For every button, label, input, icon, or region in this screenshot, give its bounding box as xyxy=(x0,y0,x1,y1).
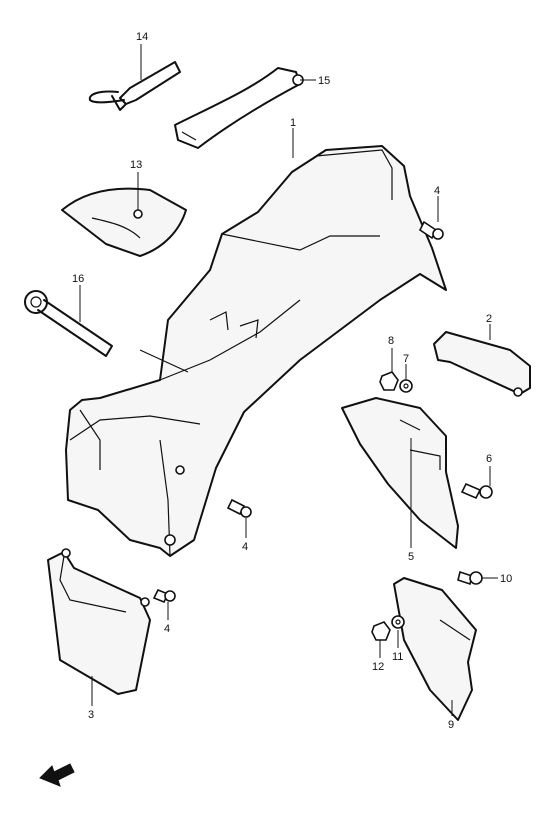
washer-11 xyxy=(391,615,405,629)
callout-14: 14 xyxy=(136,31,148,43)
part-9-lower-cover xyxy=(393,577,477,721)
leader-lines xyxy=(79,44,498,716)
bolt-4-lower xyxy=(152,588,176,604)
hardware-group xyxy=(152,220,493,641)
nut-12 xyxy=(371,621,391,641)
callout-9: 9 xyxy=(448,719,454,731)
callout-3: 3 xyxy=(88,709,94,721)
bolt-4-middle xyxy=(226,498,252,518)
bolt-6 xyxy=(460,482,493,500)
callout-1: 1 xyxy=(290,117,296,129)
part-15-band xyxy=(174,67,304,149)
callout-12: 12 xyxy=(372,661,384,673)
bolt-10 xyxy=(457,570,483,586)
callout-4-middle: 4 xyxy=(242,541,248,553)
washer-7 xyxy=(399,379,413,393)
part-2-bracket xyxy=(433,331,531,397)
part-16-wrench xyxy=(24,290,113,357)
callout-labels: 14 15 13 1 4 16 2 8 7 6 5 4 4 10 11 12 3… xyxy=(72,31,512,731)
part-13-pouch xyxy=(61,187,187,257)
callout-10: 10 xyxy=(500,573,512,585)
part-5-side-cover xyxy=(341,397,459,549)
callout-11: 11 xyxy=(392,651,403,663)
callout-4-top: 4 xyxy=(434,185,440,197)
callout-15: 15 xyxy=(318,75,330,87)
callout-5: 5 xyxy=(408,551,414,563)
callout-13: 13 xyxy=(130,159,142,171)
front-direction-arrow-icon xyxy=(39,763,75,787)
bolt-4-top xyxy=(418,220,444,240)
callout-16: 16 xyxy=(72,273,84,285)
nut-8 xyxy=(379,371,399,391)
callout-6: 6 xyxy=(486,453,492,465)
callout-8: 8 xyxy=(388,335,394,347)
part-14-strap xyxy=(88,61,181,111)
callout-2: 2 xyxy=(486,313,492,325)
part-3-mud-flap xyxy=(47,548,151,695)
part-1-rear-fender xyxy=(65,145,447,557)
callout-4-lower: 4 xyxy=(164,623,170,635)
callout-7: 7 xyxy=(403,353,409,365)
